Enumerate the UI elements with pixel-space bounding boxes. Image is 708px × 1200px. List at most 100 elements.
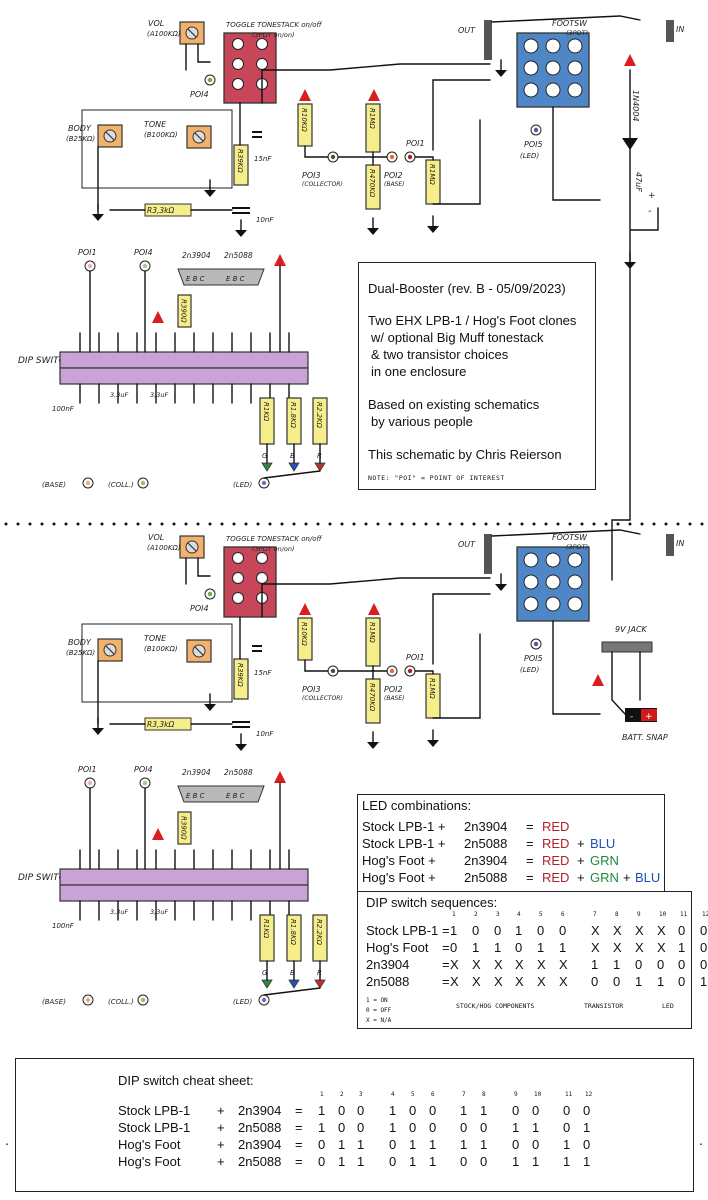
dip-cell: 0 (700, 940, 708, 955)
divider-dot (520, 522, 524, 526)
poi1-point-dot (87, 263, 93, 269)
divider-dot (364, 522, 368, 526)
cheat-cell: 0 (532, 1137, 540, 1152)
dip-col-num: 1 (452, 911, 456, 918)
footswitch-lug (567, 38, 583, 54)
cheat-col-num: 12 (585, 1091, 593, 1098)
cheat-row-a: Stock LPB-1 (118, 1120, 191, 1135)
group-label-components: STOCK/HOG COMPONENTS (456, 1002, 535, 1010)
dip-row-name: 2n3904 (366, 957, 410, 972)
dip-cell: X (591, 923, 600, 938)
cap-minus: - (648, 206, 652, 217)
divider-dot (112, 522, 116, 526)
transistor-pair (177, 268, 265, 286)
supply-arrow (274, 254, 286, 266)
dip-row-name: 2n5088 (366, 974, 410, 989)
vol-value: (A100KΩ) (147, 30, 181, 38)
coll-label: (COLL.) (108, 481, 134, 489)
r3k3-label: R3,3kΩ (147, 720, 174, 729)
dip-cell: 1 (635, 974, 643, 989)
divider-dot (184, 522, 188, 526)
divider-dot (460, 522, 464, 526)
divider-dot (496, 522, 500, 526)
dip-label: DIP SWITCH X12 (18, 873, 92, 883)
cheat-col-num: 7 (462, 1091, 466, 1098)
led-g-label: G (262, 969, 268, 977)
footswitch-lug (545, 60, 561, 76)
vol-wire2 (197, 557, 211, 577)
poi4-point-dot (142, 780, 148, 786)
led-row-b: 2n3904 (464, 853, 508, 868)
q2-label: 2n5088 (224, 251, 253, 260)
poi4-label: POI4 (190, 604, 209, 613)
cheat-row-a: Hog's Foot (118, 1137, 181, 1152)
footswitch-lug (523, 574, 539, 590)
led-row-eq: = (526, 836, 534, 851)
info-line-2: w/ optional Big Muff tonestack (371, 330, 544, 345)
cheat-cell: 1 (512, 1154, 520, 1169)
divider-dot (640, 522, 644, 526)
tonestack-box (81, 109, 233, 189)
r10k-label: R10KΩ (300, 622, 308, 646)
toggle-lug (256, 572, 268, 584)
supply-arrow (368, 89, 380, 101)
ground (235, 230, 247, 237)
stage-wire (491, 529, 641, 715)
footswitch-lug (523, 82, 539, 98)
led-row-b: 2n3904 (464, 819, 508, 834)
toggle-lug (232, 38, 244, 50)
vol-label: VOL (148, 19, 164, 28)
volume-pot-slot (187, 542, 197, 552)
cheat-cell: 1 (583, 1154, 591, 1169)
poi3-point-dot (140, 997, 146, 1003)
cheat-cell: 1 (532, 1154, 540, 1169)
c33-label: 3,3uF (150, 908, 168, 916)
out-label: OUT (458, 540, 476, 549)
dip-switch (59, 868, 309, 886)
info-line-6: by various people (371, 414, 473, 429)
dip-cell: 1 (678, 940, 686, 955)
dip-cell: 0 (559, 923, 567, 938)
q1-label: 2n3904 (182, 768, 211, 777)
cheat-cell: 0 (429, 1103, 437, 1118)
dip-row-eq: = (442, 923, 450, 938)
cheat-cell: 0 (563, 1103, 571, 1118)
cheat-row-b: 2n5088 (238, 1154, 282, 1169)
dip-col-num: 11 (680, 911, 688, 918)
cheat-cell: 1 (338, 1154, 346, 1169)
stage-wire (304, 659, 434, 675)
in-label: IN (676, 539, 684, 548)
dip-cell: X (613, 923, 622, 938)
led-row-a: Hog's Foot + (362, 870, 436, 885)
poi5-sub: (LED) (520, 666, 539, 674)
out-label: OUT (458, 26, 476, 35)
battery-snap-plus (641, 709, 657, 721)
dip-cell: X (559, 957, 568, 972)
dip-row-name: Hog's Foot (366, 940, 429, 955)
divider-dot (280, 522, 284, 526)
tonestack-box (81, 623, 233, 703)
poi2-point-dot (85, 997, 91, 1003)
divider-dot (652, 522, 656, 526)
dip-top-wire (89, 265, 281, 353)
cheat-title: DIP switch cheat sheet: (118, 1073, 254, 1088)
dip-col-num: 12 (702, 911, 708, 918)
toggle-lug (232, 58, 244, 70)
supply-arrow (299, 603, 311, 615)
led-plus: + (623, 870, 631, 885)
cheat-cell: 1 (532, 1120, 540, 1135)
batt-label: BATT. SNAP (622, 733, 668, 742)
dip-cell: 0 (700, 957, 708, 972)
led-plus: + (577, 870, 585, 885)
ground (367, 228, 379, 235)
ground (427, 740, 439, 747)
base-label: (BASE) (42, 998, 66, 1006)
dip-cell: 0 (678, 923, 686, 938)
poi4-point-dot (142, 263, 148, 269)
divider-dot (148, 522, 152, 526)
divider-dot (664, 522, 668, 526)
cheat-cell: 1 (357, 1137, 365, 1152)
divider-dot (376, 522, 380, 526)
cheat-cell: 1 (357, 1154, 365, 1169)
divider-dot (580, 522, 584, 526)
